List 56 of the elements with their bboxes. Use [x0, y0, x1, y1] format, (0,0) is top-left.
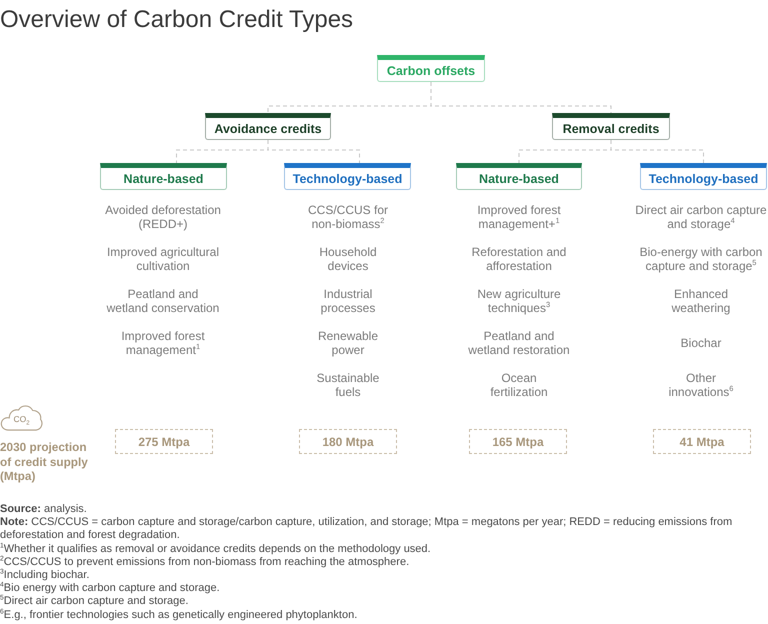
- row-label: 2030 projection of credit supply (Mtpa): [0, 440, 89, 484]
- list-item: Avoided deforestation (REDD+): [104, 202, 222, 232]
- list-item: Reforestation and afforestation: [470, 244, 568, 274]
- list-item: Improved forest management+$^{1}$: [476, 202, 562, 232]
- value-box: [653, 429, 751, 454]
- list-item: Peatland and wetland restoration: [468, 328, 570, 358]
- note-text: Note: CCS/CCUS = carbon capture and storage/carbon capture, utilization, and storage; Mtpa = megatons per year; REDD = reducing emissions from deforestation and forest degradation.: [0, 516, 734, 542]
- category-box: [377, 55, 485, 82]
- cloud-shape: [0, 403, 43, 431]
- footnote: $^{5}$Direct air carbon capture and storage.: [0, 595, 188, 608]
- list-item: New agriculture techniques$^{3}$: [476, 286, 562, 316]
- list-item: Renewable power: [316, 328, 380, 358]
- list-item: Enhanced weathering: [670, 286, 732, 316]
- supply-value: 41 Mtpa: [680, 434, 724, 448]
- category-title: Nature-based: [124, 172, 204, 186]
- category-box: [100, 163, 227, 190]
- list-item: Other innovations$^{6}$: [668, 370, 734, 400]
- connector-line: [268, 140, 360, 164]
- category-title: Technology-based: [292, 172, 402, 186]
- list-item: CCS/CCUS for non-biomass$^{2}$: [306, 202, 389, 232]
- connector-line: [610, 140, 704, 164]
- list-item: Sustainable fuels: [316, 370, 380, 400]
- footnote: $^{4}$Bio energy with carbon capture and storage.: [0, 582, 220, 594]
- category-box: [552, 113, 670, 140]
- value-box: [299, 429, 397, 454]
- category-title: Technology-based: [648, 172, 758, 186]
- source-line: Source: analysis.: [0, 503, 87, 516]
- footnote: $^{1}$Whether it qualifies as removal or avoidance credits depends on the methodology used.: [0, 542, 431, 556]
- list-item: Bio-energy with carbon capture and storage$^{5}$: [638, 244, 764, 274]
- category-title: Nature-based: [479, 172, 559, 186]
- chart-title: Overview of Carbon Credit Types: [0, 6, 354, 34]
- value-box: [469, 429, 567, 454]
- list-item: Peatland and wetland conservation: [106, 286, 220, 316]
- supply-value: 275 Mtpa: [138, 434, 190, 448]
- footnote: $^{3}$Including biochar.: [0, 569, 90, 582]
- footnote: $^{6}$E.g., frontier technologies such as genetically engineered phytoplankton.: [0, 608, 358, 622]
- list-item: Household devices: [318, 244, 378, 274]
- list-item: Biochar: [680, 336, 722, 350]
- category-box: [205, 113, 331, 140]
- category-title: Removal credits: [562, 122, 660, 136]
- category-box: [640, 163, 767, 190]
- value-box: [115, 429, 213, 454]
- list-item: Ocean fertilization: [489, 370, 549, 400]
- connector-line: [430, 82, 612, 114]
- category-box: [284, 163, 411, 190]
- category-title: Carbon offsets: [386, 64, 476, 78]
- supply-value: 165 Mtpa: [492, 434, 544, 448]
- supply-value: 180 Mtpa: [322, 434, 374, 448]
- cloud-text: CO$_{2}$: [13, 414, 30, 424]
- footnote: $^{2}$CCS/CCUS to prevent emissions from non-biomass from reaching the atmosphere.: [0, 556, 410, 568]
- list-item: Direct air carbon capture and storage$^{4}$: [634, 202, 768, 232]
- category-box: [456, 163, 582, 190]
- list-item: Improved forest management$^{1}$: [120, 328, 206, 358]
- list-item: Industrial processes: [320, 286, 376, 316]
- list-item: Improved agricultural cultivation: [106, 244, 220, 274]
- category-title: Avoidance credits: [214, 122, 322, 136]
